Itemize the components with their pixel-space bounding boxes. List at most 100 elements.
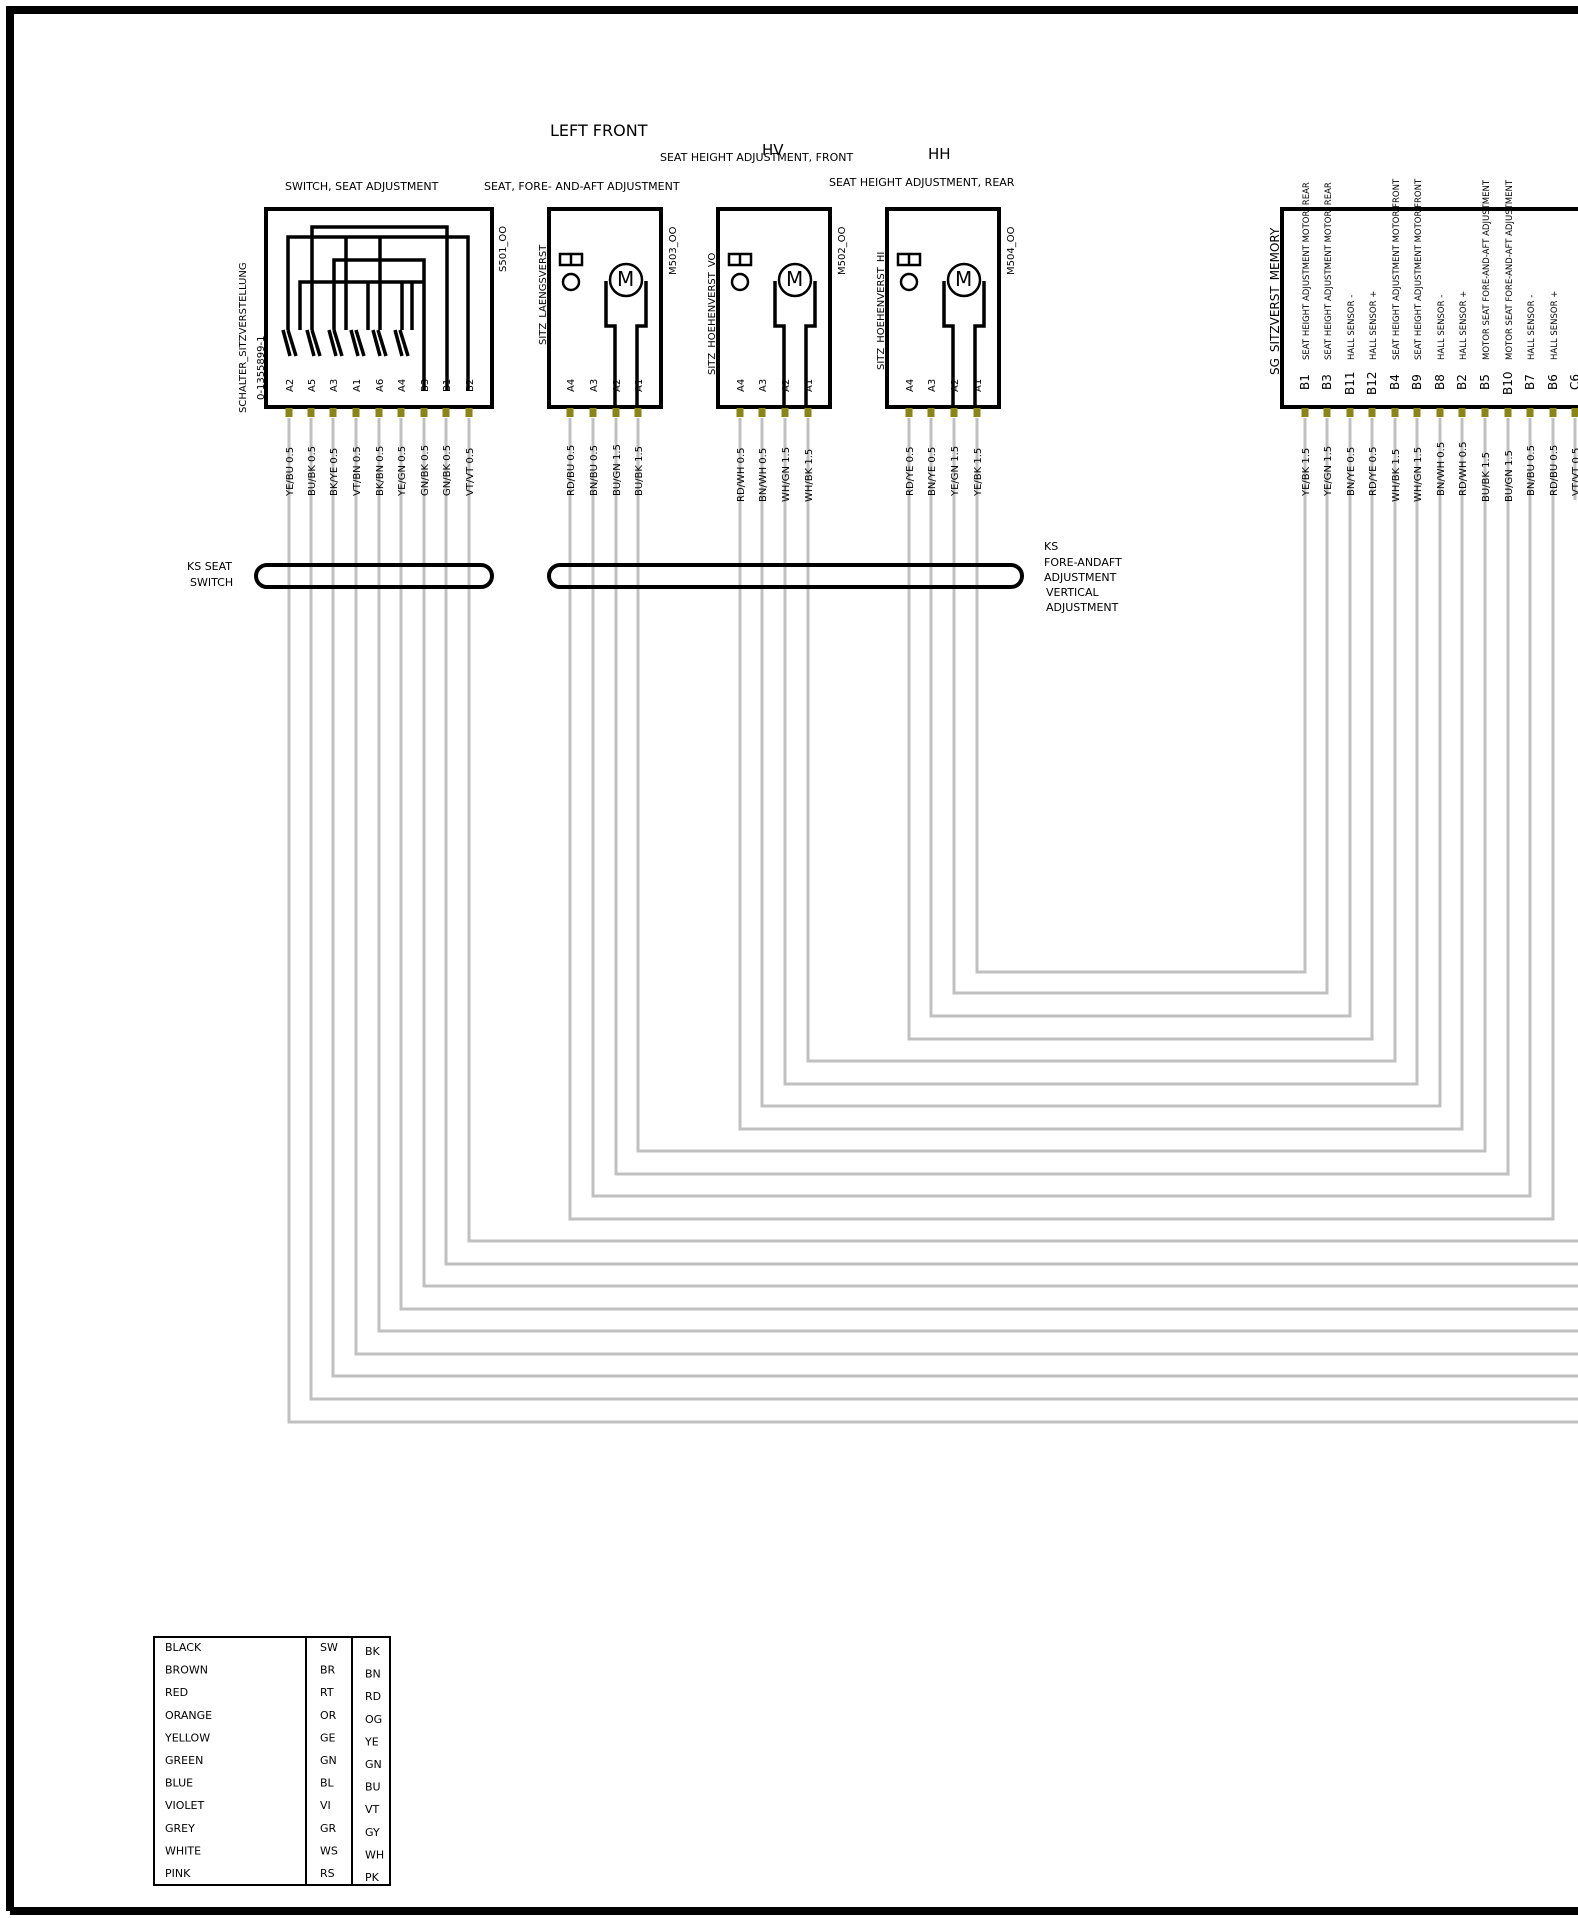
memory-function-label: SEAT HEIGHT ADJUSTMENT MOTOR FRONT bbox=[1392, 178, 1402, 360]
memory-wire-label: YE/BK 1.5 bbox=[1301, 448, 1312, 497]
memory-wire-label: RD/YE 0.5 bbox=[1368, 446, 1379, 496]
memory-wire-label: BU/GN 1.5 bbox=[1504, 450, 1515, 502]
ks-seat-switch-line2: SWITCH bbox=[190, 576, 233, 589]
height-rear-code: M504_OO bbox=[1006, 226, 1017, 275]
height-front-pin-2 bbox=[781, 408, 789, 417]
height-rear-wire-label: RD/YE 0.5 bbox=[905, 446, 916, 496]
switch-contacts-icon bbox=[281, 225, 470, 390]
memory-pin-5 bbox=[1413, 408, 1421, 417]
switch-pin-label: B3 bbox=[420, 379, 431, 392]
legend-german-code: RT bbox=[320, 1686, 334, 1699]
legend-color-name: PINK bbox=[165, 1867, 191, 1880]
memory-wire-label: YE/GN 1.5 bbox=[1323, 446, 1334, 497]
memory-pin-label: B9 bbox=[1410, 374, 1424, 390]
wire bbox=[614, 418, 1510, 1176]
height-rear-pin-0 bbox=[905, 408, 913, 417]
legend-german-code: OR bbox=[320, 1709, 337, 1722]
memory-function-label: HALL SENSOR - bbox=[1437, 295, 1447, 360]
motor-icon bbox=[608, 262, 644, 298]
memory-wire-label: BU/BK 1.5 bbox=[1481, 452, 1492, 502]
memory-wire-label: RD/BU 0.5 bbox=[1549, 445, 1560, 496]
wire bbox=[975, 418, 1307, 974]
height-rear-pin-label: A2 bbox=[950, 379, 961, 392]
fore-aft-wire-label: BU/GN 1.5 bbox=[612, 444, 623, 496]
height-front-pin-0 bbox=[736, 408, 744, 417]
switch-wire-label: YE/GN 0.5 bbox=[397, 446, 408, 497]
wire bbox=[399, 418, 1578, 1311]
memory-wire-label: WH/GN 1.5 bbox=[1413, 447, 1424, 502]
height-front-motor: SITZ_HOEHENVERST_VO M502_OO bbox=[707, 207, 848, 409]
switch-pin-label: A5 bbox=[307, 379, 318, 392]
memory-function-label: HALL SENSOR + bbox=[1459, 291, 1469, 360]
memory-function-label: HALL SENSOR + bbox=[1550, 291, 1560, 360]
legend-code: VT bbox=[365, 1803, 380, 1816]
motor-symbol: M bbox=[617, 267, 634, 291]
memory-pin-label: B6 bbox=[1546, 374, 1560, 390]
harness-seat-switch bbox=[254, 563, 494, 589]
memory-pin-8 bbox=[1481, 408, 1489, 417]
legend-code: YE bbox=[364, 1735, 379, 1748]
fore-aft-pin-3 bbox=[634, 408, 642, 417]
switch-code: S501_OO bbox=[498, 226, 509, 272]
motor-icon bbox=[777, 262, 813, 298]
legend-color-name: GREEN bbox=[165, 1754, 203, 1767]
legend-german-code: SW bbox=[320, 1641, 338, 1654]
height-front-code: M502_OO bbox=[837, 226, 848, 275]
fore-aft-pin-label: A2 bbox=[612, 379, 623, 392]
ks-adjust-line5: ADJUSTMENT bbox=[1046, 601, 1119, 614]
memory-control-unit: SG_SITZVERST_MEMORY bbox=[1268, 207, 1578, 409]
height-front-pin-1 bbox=[758, 408, 766, 417]
legend-german-code: GE bbox=[320, 1731, 336, 1744]
legend-color-name: BROWN bbox=[165, 1664, 208, 1677]
switch-wire-label: GN/BK 0.5 bbox=[420, 445, 431, 496]
hh-label: HH bbox=[928, 145, 951, 163]
memory-pin-label: B11 bbox=[1343, 371, 1357, 395]
height-front-pin-label: A2 bbox=[781, 379, 792, 392]
legend-german-code: VI bbox=[320, 1799, 331, 1812]
left-front-title: LEFT FRONT bbox=[550, 121, 648, 140]
memory-pin-label: C6 bbox=[1568, 374, 1578, 390]
seat-switch: SCHALTER_SITZVERSTELLUNG 0-1355899-1 S50… bbox=[238, 207, 509, 413]
memory-function-label: SEAT HEIGHT ADJUSTMENT MOTOR, REAR bbox=[1324, 182, 1334, 360]
height-rear-pin-label: A4 bbox=[905, 379, 916, 392]
switch-wire-label: BK/YE 0.5 bbox=[329, 448, 340, 496]
memory-function-label: HALL SENSOR + bbox=[1369, 291, 1379, 360]
memory-wire-label: BN/WH 0.5 bbox=[1436, 442, 1447, 496]
fore-aft-pin-0 bbox=[566, 408, 574, 417]
legend-color-name: YELLOW bbox=[164, 1731, 210, 1744]
memory-wire-label: BN/BU 0.5 bbox=[1526, 445, 1537, 496]
switch-wire-label: GN/BK 0.5 bbox=[442, 445, 453, 496]
wire bbox=[309, 418, 1578, 1401]
legend-color-name: ORANGE bbox=[165, 1709, 212, 1722]
memory-pin-9 bbox=[1504, 408, 1512, 417]
legend-color-name: BLUE bbox=[165, 1777, 193, 1790]
height-rear-pin-3 bbox=[973, 408, 981, 417]
switch-pin-label: A4 bbox=[397, 379, 408, 392]
switch-title: SWITCH, SEAT ADJUSTMENT bbox=[285, 180, 439, 193]
switch-wire-label: VT/VT 0.5 bbox=[465, 448, 476, 496]
memory-function-label: MOTOR SEAT FORE-AND-AFT ADJUSTMENT bbox=[1482, 179, 1492, 360]
legend-german-code: RS bbox=[320, 1867, 335, 1880]
height-rear-pin-2 bbox=[950, 408, 958, 417]
wire bbox=[591, 418, 1532, 1198]
height-rear-wire-label: BN/YE 0.5 bbox=[927, 447, 938, 496]
memory-pin-1 bbox=[1323, 408, 1331, 417]
legend-color-name: WHITE bbox=[165, 1844, 201, 1857]
memory-pin-10 bbox=[1526, 408, 1534, 417]
wire bbox=[331, 418, 1578, 1378]
height-front-pin-label: A4 bbox=[736, 379, 747, 392]
switch-wire-label: BK/BN 0.5 bbox=[375, 446, 386, 496]
ks-adjust-line2: FORE-ANDAFT bbox=[1044, 556, 1122, 569]
wire bbox=[760, 418, 1442, 1108]
switch-pin-5 bbox=[397, 408, 405, 417]
wire bbox=[929, 418, 1352, 1018]
legend-code: GN bbox=[365, 1758, 382, 1771]
legend-color-name: RED bbox=[165, 1686, 188, 1699]
legend-code: BU bbox=[365, 1781, 381, 1794]
hv-label: HV bbox=[762, 141, 784, 159]
ks-adjust-line3: ADJUSTMENT bbox=[1044, 571, 1117, 584]
ks-adjust-line1: KS bbox=[1044, 540, 1058, 553]
switch-pin-3 bbox=[352, 408, 360, 417]
